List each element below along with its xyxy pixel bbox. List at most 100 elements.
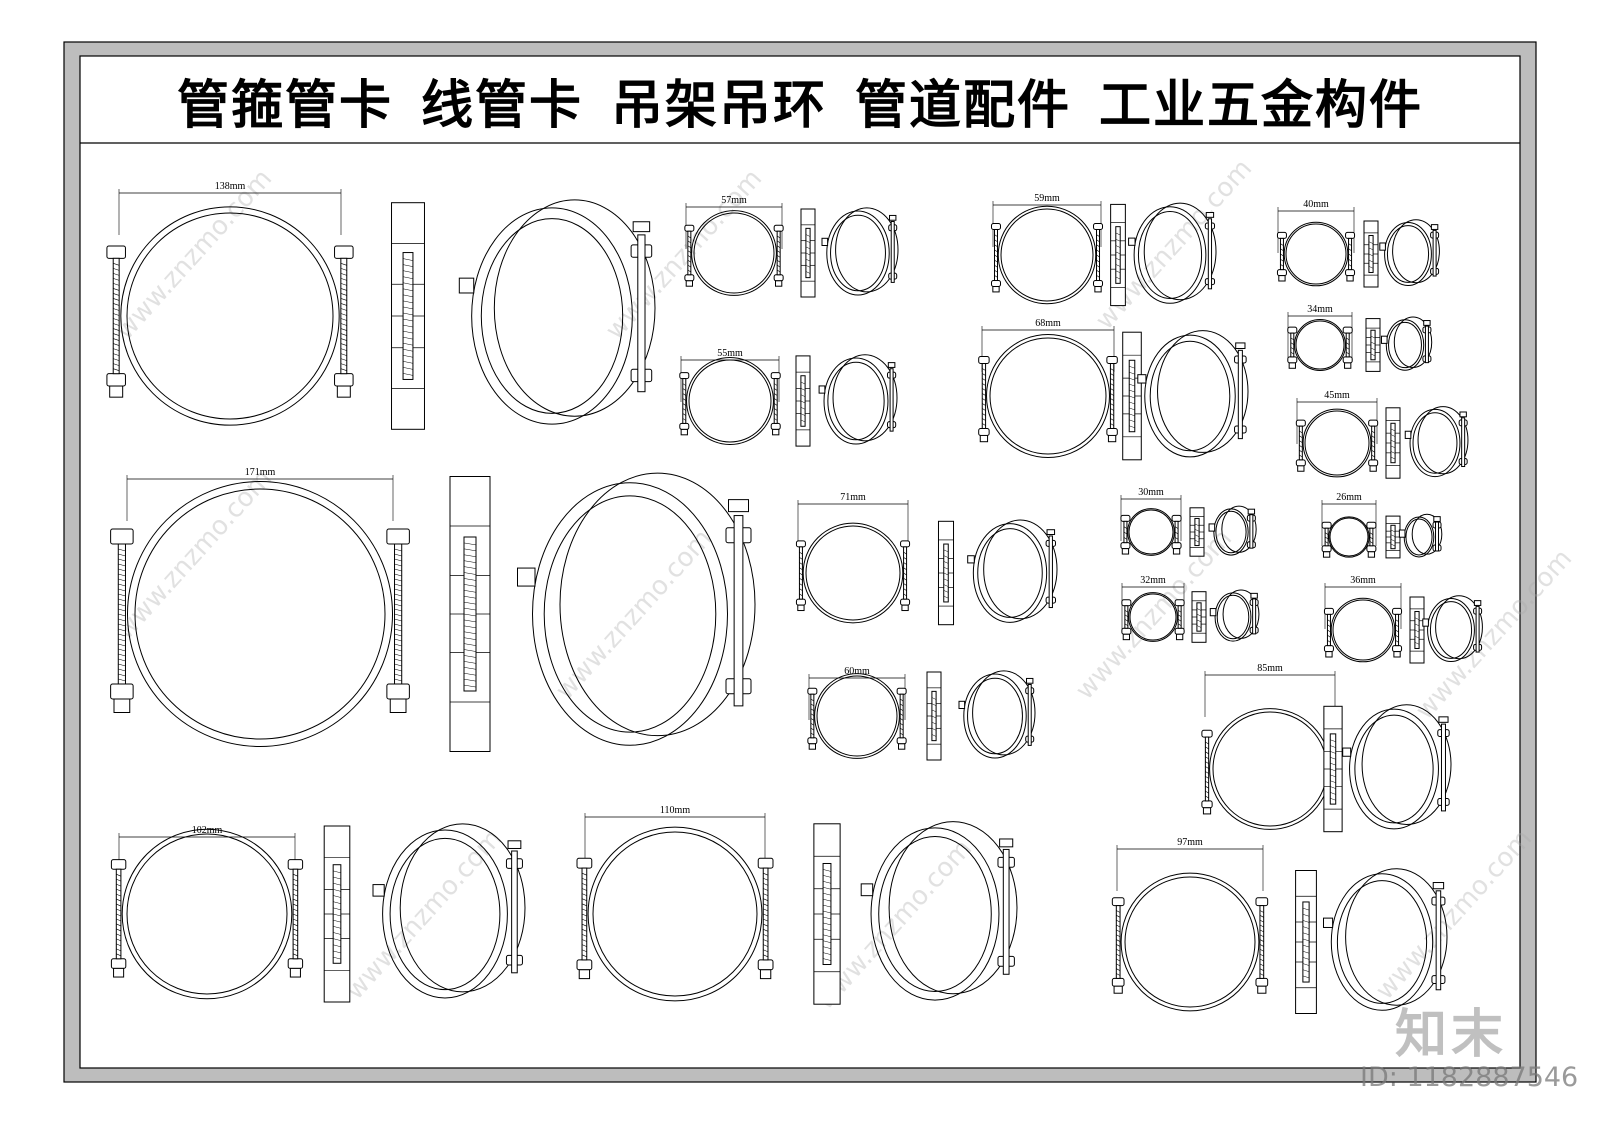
- clamp-outer-ring: [1283, 221, 1349, 287]
- clamp-bolt: [1345, 332, 1350, 358]
- iso-front-rim: [963, 673, 1027, 759]
- bolt-thread: [394, 658, 402, 662]
- bolt-thread: [799, 572, 803, 576]
- bolt-thread: [682, 388, 686, 391]
- bolt-thread: [687, 269, 692, 273]
- iso-inner-rim: [1405, 518, 1433, 556]
- bolt-thread: [763, 898, 769, 901]
- bolt-thread: [403, 336, 413, 340]
- bolt-thread: [943, 555, 949, 558]
- bolt-thread: [581, 888, 587, 891]
- bolt-thread: [340, 263, 347, 266]
- bolt-thread: [581, 878, 587, 881]
- iso-bolt: [637, 234, 646, 393]
- bolt-thread: [774, 393, 778, 396]
- clamp-inner-ring: [1285, 223, 1347, 285]
- clamp-outer-ring: [986, 334, 1110, 458]
- bolt-thread: [1324, 532, 1329, 535]
- bolt-thread: [1280, 243, 1284, 246]
- clamp-lug: [1174, 627, 1185, 635]
- bolt-thread: [1116, 910, 1121, 913]
- bolt-thread: [333, 926, 341, 929]
- bolt-thread: [1196, 625, 1202, 628]
- bolt-thread: [113, 288, 120, 291]
- clamp-bolt: [1115, 905, 1121, 979]
- clamp-side-view: [1409, 596, 1425, 664]
- bolt-thread: [1115, 276, 1121, 280]
- clamp-outer-ring: [1302, 408, 1372, 478]
- clamp-side-view: [1363, 220, 1379, 288]
- iso-lug: [818, 385, 826, 394]
- bolt-thread: [1096, 234, 1100, 237]
- bolt-thread: [994, 239, 998, 242]
- bolt-thread: [763, 872, 769, 876]
- clamp-side-view: [795, 355, 811, 447]
- iso-back-rim: [835, 207, 899, 293]
- clamp-lug: [1255, 977, 1269, 987]
- bolt-thread: [340, 363, 347, 366]
- bolt-thread: [333, 870, 341, 874]
- bolt-thread: [1371, 445, 1375, 448]
- bolt-thread: [116, 928, 122, 932]
- clamp-front-view: [795, 522, 911, 624]
- bolt-thread: [340, 268, 347, 271]
- bolt-thread: [113, 303, 120, 306]
- bolt-thread: [1096, 275, 1100, 278]
- bolt-thread: [333, 932, 341, 935]
- bolt-thread: [118, 593, 126, 597]
- bolt-thread: [1327, 624, 1331, 628]
- bolt-thread: [903, 551, 907, 555]
- clamp-nut: [289, 967, 301, 978]
- bolt-thread: [1196, 608, 1202, 611]
- bolt-thread: [805, 240, 811, 243]
- bolt-thread: [1116, 939, 1121, 942]
- bolt-thread: [1299, 454, 1303, 458]
- bolt-thread: [113, 313, 120, 316]
- side-bolt: [1414, 611, 1420, 649]
- bolt-thread: [823, 869, 831, 872]
- bolt-thread: [1115, 264, 1121, 267]
- clamp-iso-view: [1208, 505, 1257, 556]
- bolt-thread: [1395, 634, 1399, 638]
- bolt-thread: [1129, 413, 1135, 417]
- bolt-thread: [1327, 629, 1331, 633]
- bolt-thread: [118, 568, 126, 572]
- iso-inner-rim: [1149, 340, 1231, 452]
- clamp-side-view: [1385, 515, 1401, 559]
- title-part-conduit-clip: 线管卡: [420, 75, 583, 136]
- bolt-thread: [1123, 526, 1128, 529]
- bolt-thread: [1194, 523, 1200, 527]
- clamp-lug: [900, 540, 911, 548]
- clamp-lug: [110, 859, 127, 870]
- iso-lug: [1137, 374, 1147, 384]
- clamp-nut: [389, 698, 407, 713]
- bolt-thread: [113, 363, 120, 366]
- clamp-lug: [1093, 280, 1104, 288]
- clamp-nut: [901, 604, 909, 612]
- bolt-thread: [1414, 642, 1420, 645]
- clamp-iso-view: [517, 472, 756, 746]
- bolt-thread: [682, 413, 686, 416]
- bolt-thread: [1259, 929, 1264, 933]
- clamp-front-view: [106, 206, 354, 426]
- bolt-thread: [903, 567, 907, 571]
- bolt-thread: [1205, 741, 1209, 745]
- clamp-nut: [1121, 548, 1130, 555]
- bolt-thread: [340, 303, 347, 306]
- bolt-thread: [333, 895, 341, 898]
- bolt-thread: [687, 240, 692, 244]
- bolt-thread: [687, 255, 692, 258]
- bolt-thread: [1368, 253, 1374, 257]
- bolt-thread: [1259, 953, 1264, 957]
- bolt-thread: [982, 388, 986, 391]
- clamp-front-view: [990, 205, 1104, 305]
- bolt-thread: [1330, 792, 1336, 795]
- clamp-lug: [110, 528, 134, 545]
- clamp-inner-ring: [126, 212, 334, 420]
- bolt-thread: [394, 663, 402, 667]
- bolt-thread: [118, 633, 126, 637]
- bolt-thread: [340, 368, 347, 371]
- bolt-thread: [113, 338, 120, 341]
- iso-back-rim: [972, 670, 1036, 756]
- bolt-thread: [463, 584, 477, 587]
